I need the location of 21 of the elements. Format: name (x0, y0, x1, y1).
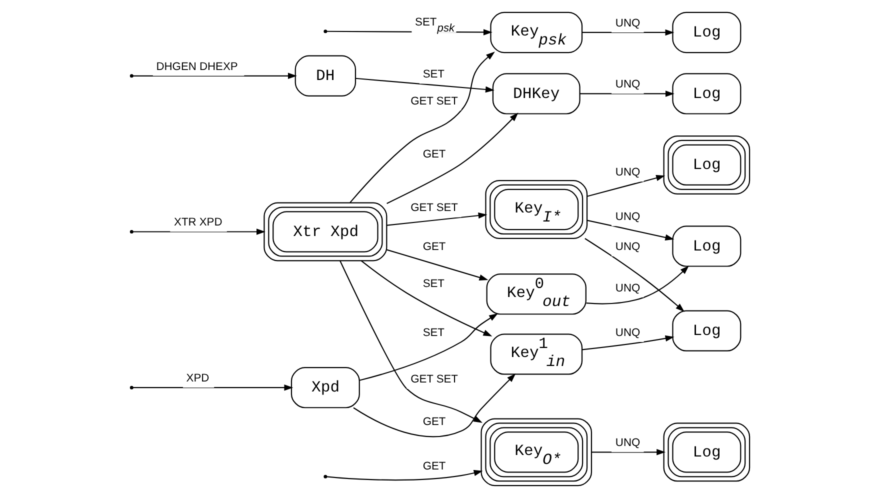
edge-label: UNQ (615, 282, 640, 294)
edge-label: XPD (186, 372, 210, 384)
edge-label: SET (422, 326, 444, 339)
edge-label: GET SET (410, 374, 458, 386)
edge-label: GET (422, 241, 446, 254)
edge-label: UNQ (615, 166, 640, 179)
edge-label: UNQ (615, 241, 640, 254)
edge-label: GET (422, 416, 446, 428)
edge-label: UNQ (615, 17, 640, 30)
edge-label: UNQ (615, 326, 640, 339)
edge-label: GET SET (410, 202, 458, 214)
edge-label: GET (422, 460, 446, 472)
edge-label: SET (422, 278, 444, 290)
edge-label: DHGEN DHEXP (156, 60, 238, 73)
edge-label: UNQ (615, 437, 640, 450)
edge-label: UNQ (615, 78, 640, 91)
edge-label: XTR XPD (174, 216, 222, 229)
edge-label: UNQ (615, 211, 640, 224)
edge-label: SET (422, 68, 444, 81)
edge-label: GET (422, 148, 446, 161)
edge-label: GET SET (410, 95, 458, 108)
